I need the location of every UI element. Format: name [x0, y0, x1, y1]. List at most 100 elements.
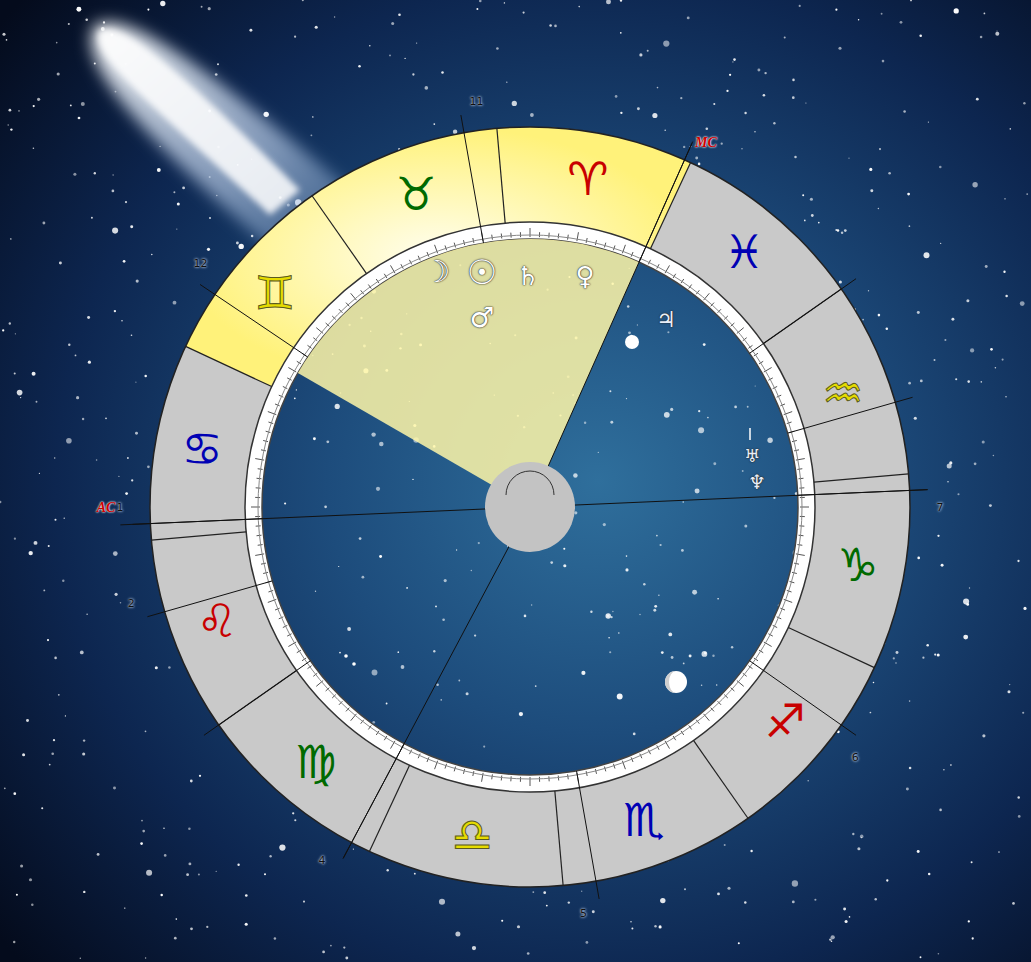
star	[160, 894, 162, 896]
star	[881, 13, 883, 15]
house-number: 12	[193, 258, 207, 269]
star	[118, 476, 119, 477]
star	[773, 122, 775, 124]
star	[85, 18, 88, 21]
star	[878, 208, 879, 209]
star	[608, 637, 610, 639]
star	[873, 682, 875, 684]
star	[56, 42, 58, 44]
star	[217, 63, 219, 65]
star	[36, 401, 38, 403]
star	[530, 113, 534, 117]
star	[326, 440, 329, 443]
star	[549, 24, 552, 27]
star	[53, 739, 55, 741]
star	[51, 752, 54, 755]
star	[190, 780, 193, 783]
star	[376, 487, 380, 491]
star	[895, 662, 896, 663]
house-number: 4	[318, 855, 325, 866]
star	[849, 916, 851, 918]
star	[615, 95, 618, 98]
star	[683, 146, 685, 148]
star	[62, 579, 64, 581]
star	[924, 252, 930, 258]
star	[799, 5, 801, 7]
star	[442, 618, 445, 621]
star	[563, 564, 566, 567]
star	[144, 375, 147, 378]
axis-line	[343, 507, 530, 858]
star	[811, 214, 814, 217]
star	[627, 305, 630, 308]
star	[236, 242, 239, 245]
star	[784, 36, 786, 38]
star	[506, 82, 507, 83]
star	[792, 880, 798, 886]
star	[524, 615, 527, 618]
star	[147, 9, 149, 11]
star	[512, 101, 517, 106]
star	[734, 406, 737, 409]
star	[401, 665, 405, 669]
star	[198, 873, 200, 875]
star	[926, 644, 929, 647]
star	[914, 417, 917, 420]
star	[54, 657, 57, 660]
house-cusp	[204, 661, 310, 736]
star	[698, 163, 701, 166]
star	[114, 310, 116, 312]
star	[814, 899, 816, 901]
star	[207, 248, 210, 251]
star	[581, 891, 582, 892]
moon-phase	[665, 671, 676, 693]
zodiac-sign: ♑	[837, 542, 878, 588]
star	[81, 102, 85, 106]
star	[879, 148, 881, 150]
star	[42, 222, 45, 225]
ring-line	[258, 235, 802, 779]
star	[397, 651, 399, 653]
star	[159, 146, 160, 147]
zodiac-sign: ♌	[196, 598, 237, 644]
star	[637, 324, 638, 325]
star	[391, 22, 394, 25]
star	[310, 134, 312, 136]
star	[982, 734, 985, 737]
planet-glyph: ♆	[748, 472, 766, 492]
star	[658, 595, 659, 596]
star	[1003, 271, 1005, 273]
star	[554, 25, 557, 28]
star	[245, 894, 248, 897]
star	[652, 113, 657, 118]
star	[496, 47, 499, 50]
star	[519, 712, 523, 716]
planet-glyph: ♂	[469, 304, 494, 332]
star	[135, 382, 136, 383]
star	[147, 465, 150, 468]
star	[58, 694, 60, 696]
star	[322, 951, 325, 954]
star	[984, 13, 986, 15]
star	[682, 501, 684, 503]
star	[20, 864, 23, 867]
star	[910, 0, 912, 1]
star	[458, 680, 460, 682]
star	[731, 646, 733, 648]
star	[671, 656, 674, 659]
star	[389, 55, 391, 57]
star	[78, 117, 81, 120]
point-mark	[352, 662, 356, 666]
star	[136, 280, 139, 283]
star	[968, 920, 970, 922]
degree-tick	[704, 714, 710, 721]
star	[86, 614, 87, 615]
star	[886, 879, 888, 881]
star	[82, 752, 85, 755]
star	[64, 518, 65, 519]
star	[87, 316, 90, 319]
star	[1005, 295, 1008, 298]
star	[412, 73, 414, 75]
house-number: 5	[580, 908, 587, 919]
